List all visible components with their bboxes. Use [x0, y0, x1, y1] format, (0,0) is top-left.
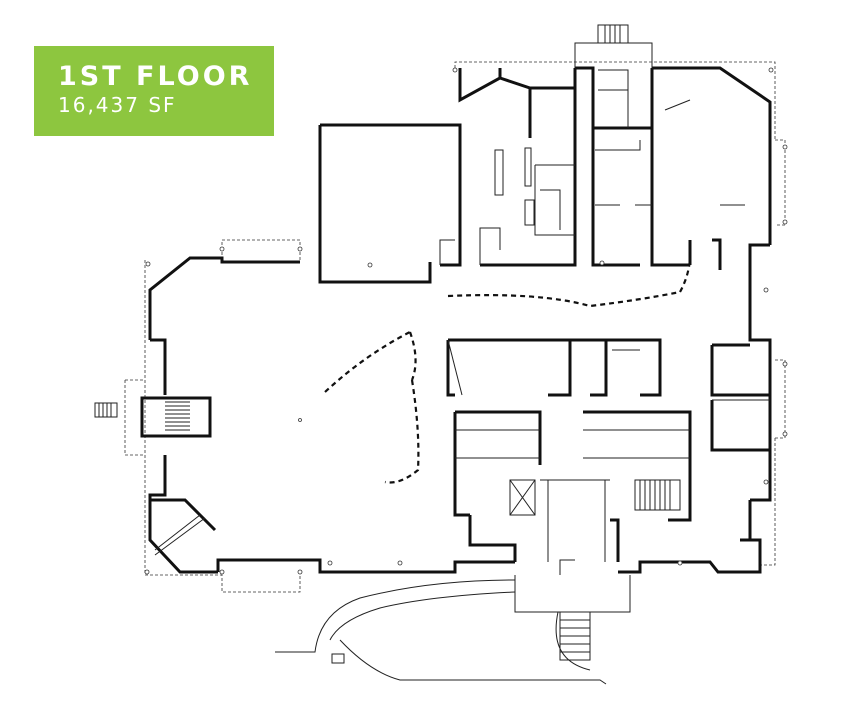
north-stair — [574, 24, 653, 68]
core-block — [446, 338, 692, 562]
southwest-bay — [150, 498, 217, 556]
interior-details — [439, 69, 745, 265]
floor-title: 1ST FLOOR — [58, 61, 253, 92]
deck-outline — [124, 61, 786, 593]
west-stair — [94, 396, 212, 438]
east-rooms — [710, 343, 770, 452]
posts — [144, 67, 788, 575]
south-entry — [275, 559, 631, 685]
exterior-walls — [148, 66, 772, 574]
overhead-dashes — [324, 244, 692, 484]
floor-badge: 1ST FLOOR 16,437 SF — [34, 46, 274, 136]
floor-area: 16,437 SF — [58, 93, 177, 117]
